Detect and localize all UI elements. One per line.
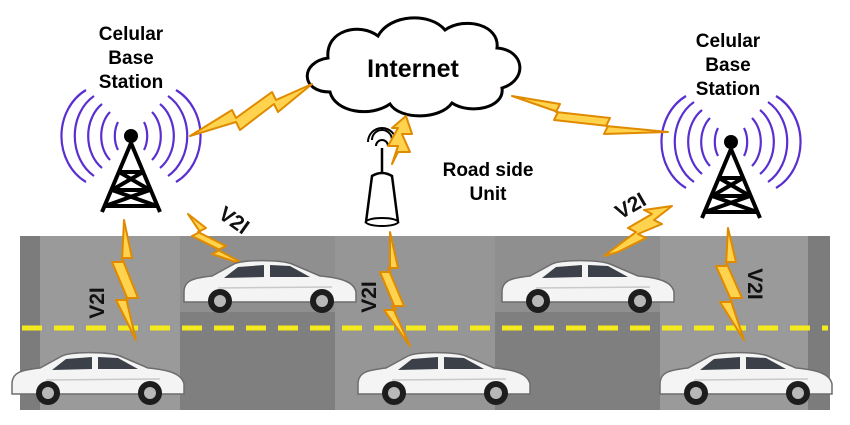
v2i-label-top-left: V2I [214,202,253,239]
rsu-label-2: Unit [470,184,508,205]
base-station-right-label-2: Base [705,55,750,76]
base-station-left-label-1: Celular [99,24,164,45]
antenna-icon [364,127,400,227]
base-station-right-label-1: Celular [696,31,761,52]
road-side-unit: Road side Unit [364,127,534,227]
cloud-icon [305,16,522,118]
rsu-label-1: Road side [443,160,534,181]
signal-waves-right [660,95,802,189]
lightning-bolt-icon [387,115,413,165]
road-shoulder-right [808,236,830,410]
internet-label: Internet [367,55,459,83]
v2i-label-left: V2I [86,287,109,319]
base-station-left-label-2: Base [108,48,153,69]
v2i-label-right: V2I [743,268,766,300]
lightning-bolt-icon [189,83,313,137]
base-station-left-label-3: Station [99,72,163,93]
road-shoulder-left [20,236,40,410]
base-station-left: Celular Base Station [60,24,202,213]
signal-waves-left [60,89,202,183]
links [111,83,745,347]
base-station-right: Celular Base Station [660,31,802,219]
cell-tower-icon [700,135,762,219]
lightning-bolt-icon [511,95,669,135]
v2i-label-center: V2I [358,281,381,313]
lightning-bolt-icon [379,231,411,347]
cell-tower-icon [100,129,162,213]
base-station-right-label-3: Station [696,79,760,100]
lightning-bolt-icon [603,205,673,257]
internet-cloud: Internet [305,16,522,118]
lightning-bolt-icon [111,219,139,341]
lightning-bolt-icon [715,227,745,341]
